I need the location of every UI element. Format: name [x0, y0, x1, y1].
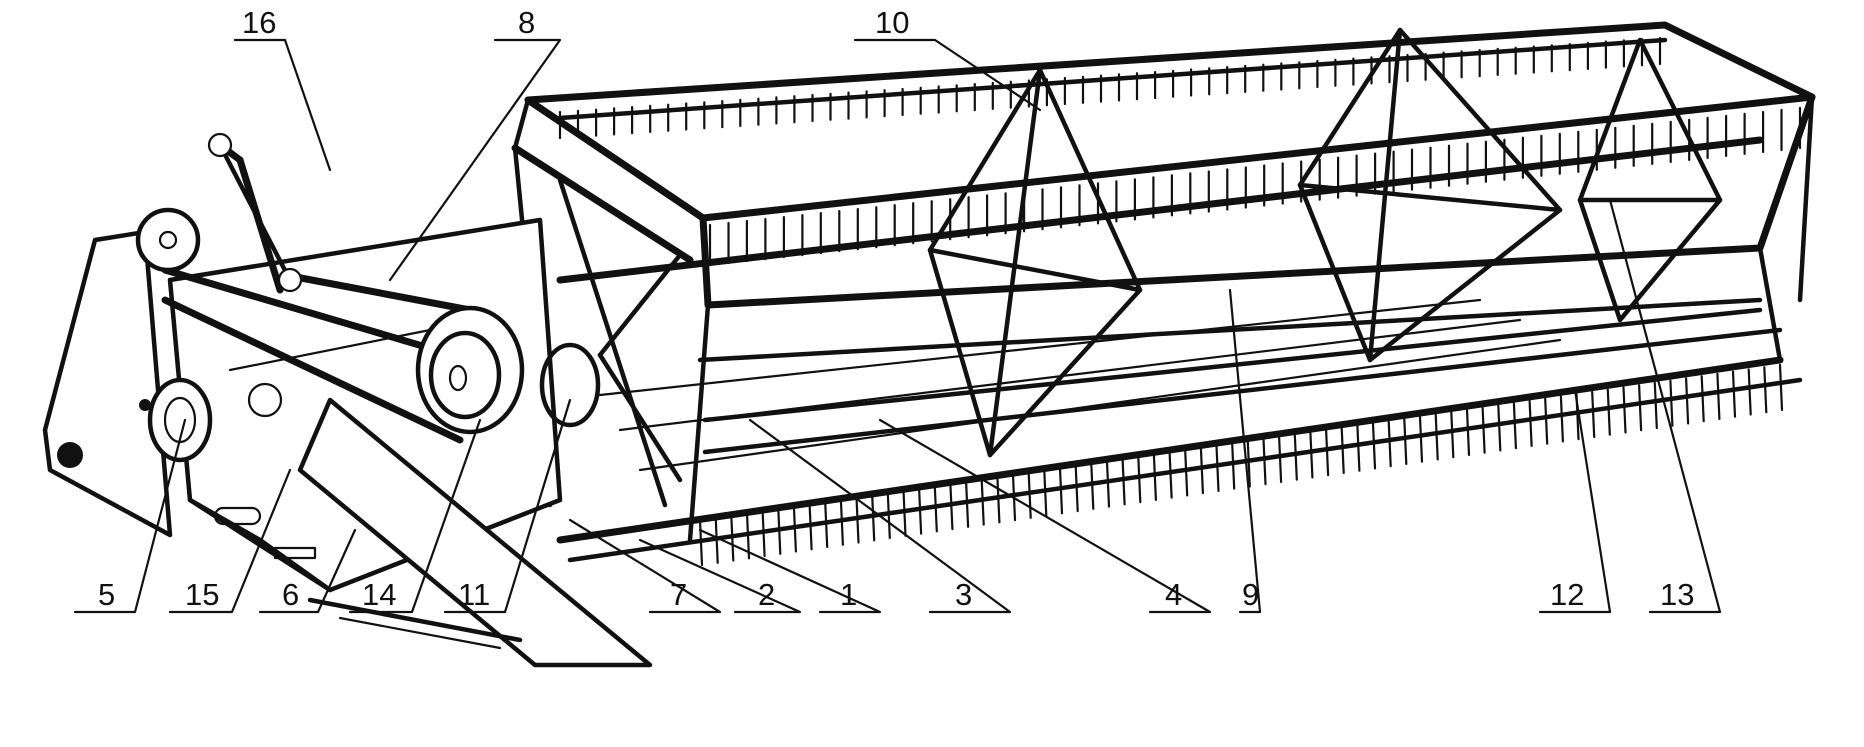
callout-9: 9 [1242, 577, 1259, 612]
drive-pulleys [135, 132, 601, 463]
callout-13: 13 [1660, 577, 1694, 612]
callout-3: 3 [955, 577, 972, 612]
callout-labels: 16 8 10 5 15 6 14 11 7 2 1 3 4 9 12 13 [98, 5, 1694, 612]
finger-guards [698, 363, 1784, 567]
callout-1: 1 [840, 577, 857, 612]
callout-16: 16 [242, 5, 276, 40]
callout-12: 12 [1550, 577, 1584, 612]
callout-11: 11 [458, 577, 490, 612]
callout-10: 10 [875, 5, 909, 40]
callout-15: 15 [185, 577, 219, 612]
drive-belts [161, 141, 474, 444]
callout-4: 4 [1165, 577, 1182, 612]
callout-14: 14 [362, 577, 396, 612]
reel-tines-front [708, 106, 1802, 267]
callout-2: 2 [758, 577, 775, 612]
callout-5: 5 [98, 577, 115, 612]
callout-7: 7 [670, 577, 687, 612]
callout-8: 8 [518, 5, 535, 40]
reel-tines-top [558, 36, 1662, 140]
callout-6: 6 [282, 577, 299, 612]
leader-lines [73, 38, 1722, 614]
reel-spiders [927, 27, 1723, 458]
reel-shaft [556, 136, 1764, 284]
